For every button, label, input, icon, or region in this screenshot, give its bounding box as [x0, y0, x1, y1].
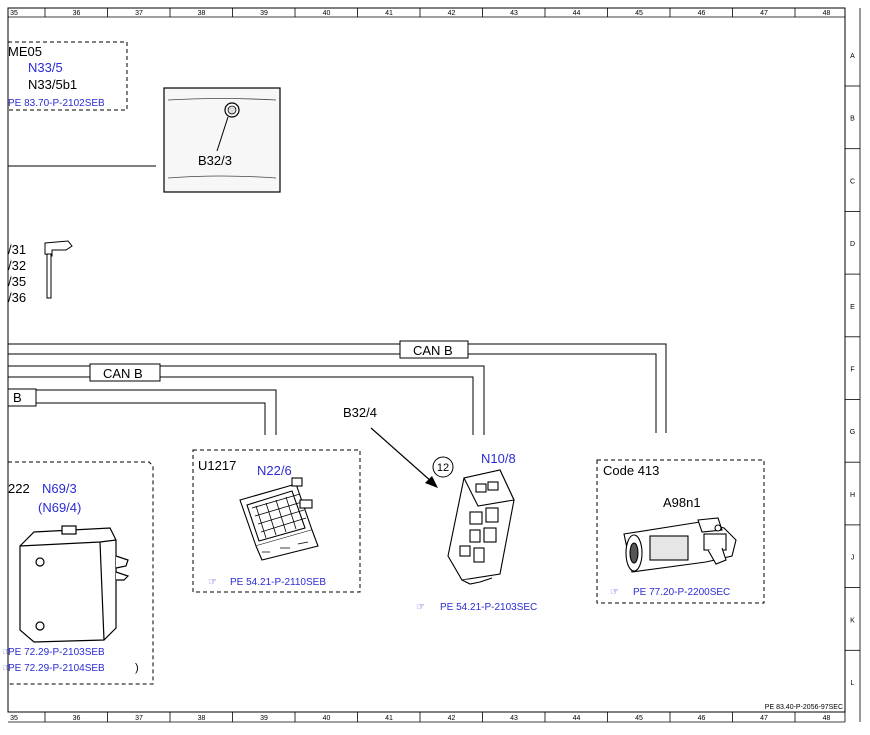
can-b-label-box-3	[7, 388, 37, 407]
row-letter: F	[850, 367, 854, 374]
b32-4-pointer	[370, 427, 433, 483]
me05-dashed-box	[8, 41, 128, 111]
column-number-bottom: 39	[260, 715, 268, 722]
row-letter: C	[850, 178, 855, 185]
column-number-bottom: 40	[323, 715, 331, 722]
a98n1-hand-icon: ☞	[610, 587, 619, 598]
switch-label-36: /36	[8, 290, 26, 305]
n22-6-ref-link[interactable]: PE 54.21-P-2110SEB	[230, 577, 326, 588]
column-number-bottom: 38	[198, 715, 206, 722]
can-b-label-box-1	[399, 340, 469, 359]
column-number-top: 39	[260, 10, 268, 17]
row-letter: B	[850, 116, 855, 123]
n69-4-label[interactable]: (N69/4)	[38, 500, 81, 515]
row-letter: H	[850, 492, 855, 499]
frame-inner	[7, 7, 846, 713]
column-number-bottom: 45	[635, 715, 643, 722]
me05-ref-link[interactable]: PE 83.70-P-2102SEB	[8, 98, 105, 109]
column-number-top: 35	[10, 10, 18, 17]
column-number-bottom: 48	[823, 715, 831, 722]
b32-4-label: B32/4	[343, 405, 377, 420]
column-number-bottom: 35	[10, 715, 18, 722]
n69-paren: )	[135, 662, 139, 674]
can-b-label-box-2	[89, 363, 161, 382]
n10-8-ref-link[interactable]: PE 54.21-P-2103SEC	[440, 602, 537, 613]
can-b-label-3: B	[13, 390, 22, 405]
a98n1-label: A98n1	[663, 495, 701, 510]
switch-label-31: /31	[8, 242, 26, 257]
column-number-bottom: 47	[760, 715, 768, 722]
n22-6-hand-icon: ☞	[208, 577, 217, 588]
column-number-bottom: 44	[573, 715, 581, 722]
me05-title: ME05	[8, 44, 42, 59]
code413-title: Code 413	[603, 463, 659, 478]
column-number-top: 47	[760, 10, 768, 17]
column-number-top: 40	[323, 10, 331, 17]
b32-3-sensor	[163, 87, 281, 193]
n22-6-module-image	[239, 477, 319, 561]
u1217-title: U1217	[198, 458, 236, 473]
column-number-bottom: 37	[135, 715, 143, 722]
can-b-label-1: CAN B	[413, 343, 453, 358]
column-number-top: 48	[823, 10, 831, 17]
column-number-top: 43	[510, 10, 518, 17]
n33-5-label[interactable]: N33/5	[28, 60, 63, 75]
row-letter: A	[850, 53, 855, 60]
column-number-top: 38	[198, 10, 206, 17]
u1217-dashed-box	[192, 449, 361, 593]
row-letter: K	[850, 617, 855, 624]
n69-3-label[interactable]: N69/3	[42, 481, 77, 496]
n69-ref-link-2[interactable]: PE 72.29-P-2104SEB	[8, 663, 105, 674]
code413-dashed-box	[596, 459, 765, 604]
column-number-top: 42	[448, 10, 456, 17]
row-letter: L	[851, 680, 855, 687]
column-number-bottom: 41	[385, 715, 393, 722]
can-bus-wires	[8, 343, 667, 435]
n69-ref-link-1[interactable]: PE 72.29-P-2103SEB	[8, 647, 105, 658]
a98n1-ref-link[interactable]: PE 77.20-P-2200SEC	[633, 587, 730, 598]
column-number-bottom: 46	[698, 715, 706, 722]
column-number-top: 36	[73, 10, 81, 17]
row-ruler: A B C D E F G H J K L	[845, 53, 860, 687]
column-number-top: 37	[135, 10, 143, 17]
n33-5b1-label: N33/5b1	[28, 77, 77, 92]
can-b-label-2: CAN B	[103, 366, 143, 381]
document-id: PE 83.40-P-2056-97SEC	[765, 704, 843, 711]
n69-hand-icon-1: ☞	[2, 647, 11, 658]
column-ruler: 35 35 36 36 37 37 38 38 39 39 40 40 41 41 42 42 43 43 44 44…	[10, 8, 830, 722]
column-number-bottom: 42	[448, 715, 456, 722]
row-letter: G	[850, 429, 855, 436]
column-number-top: 44	[573, 10, 581, 17]
b32-3-label: B32/3	[198, 153, 232, 168]
column-number-top: 45	[635, 10, 643, 17]
n10-8-hand-icon: ☞	[416, 602, 425, 613]
b32-4-arrowhead	[425, 476, 438, 488]
n69-dashed-box	[8, 461, 154, 685]
callout-number: 12	[437, 462, 449, 474]
column-number-top: 41	[385, 10, 393, 17]
column-number-bottom: 43	[510, 715, 518, 722]
row-letter: D	[850, 241, 855, 248]
column-number-top: 46	[698, 10, 706, 17]
row-letter: E	[850, 304, 855, 311]
n69-block-title: 222	[8, 481, 30, 496]
n69-hand-icon-2: ☞	[2, 663, 11, 674]
switch-icon	[44, 240, 73, 299]
n10-8-module-image	[447, 469, 515, 585]
n69-module-image	[19, 525, 130, 643]
switch-label-32: /32	[8, 258, 26, 273]
row-letter: J	[851, 555, 855, 562]
n10-8-label[interactable]: N10/8	[481, 451, 516, 466]
callout-circle	[432, 456, 454, 478]
a98n1-motor-image	[623, 517, 737, 573]
switch-label-35: /35	[8, 274, 26, 289]
n22-6-label[interactable]: N22/6	[257, 463, 292, 478]
column-number-bottom: 36	[73, 715, 81, 722]
